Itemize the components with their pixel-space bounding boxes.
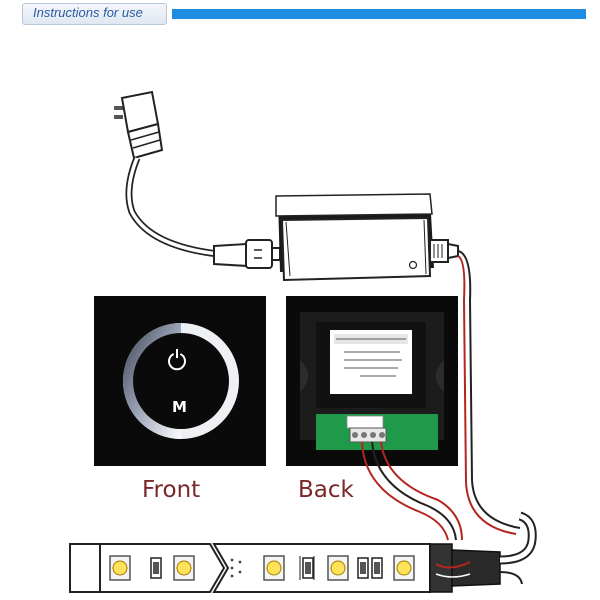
led-chip: [327, 555, 349, 581]
led-strip: [69, 543, 431, 593]
touch-panel-front: [94, 296, 266, 466]
panel-wires: [361, 441, 463, 541]
strip-connector: [429, 511, 537, 593]
led-chip: [263, 555, 285, 581]
header-bar: [172, 9, 586, 19]
mode-key-label: M: [172, 398, 187, 416]
power-icon: [168, 349, 186, 371]
led-chip: [393, 555, 415, 581]
output-cable: [457, 250, 521, 535]
led-chip: [173, 555, 195, 581]
front-label: Front: [142, 477, 201, 503]
header-tab: [22, 3, 167, 25]
power-adapter: [275, 193, 459, 282]
dc-connector: [213, 239, 281, 269]
led-chip: [109, 555, 131, 581]
touch-panel-back: [286, 296, 458, 466]
ac-plug: [114, 90, 219, 258]
header-title: Instructions for use: [33, 5, 143, 20]
back-label: Back: [298, 477, 354, 503]
